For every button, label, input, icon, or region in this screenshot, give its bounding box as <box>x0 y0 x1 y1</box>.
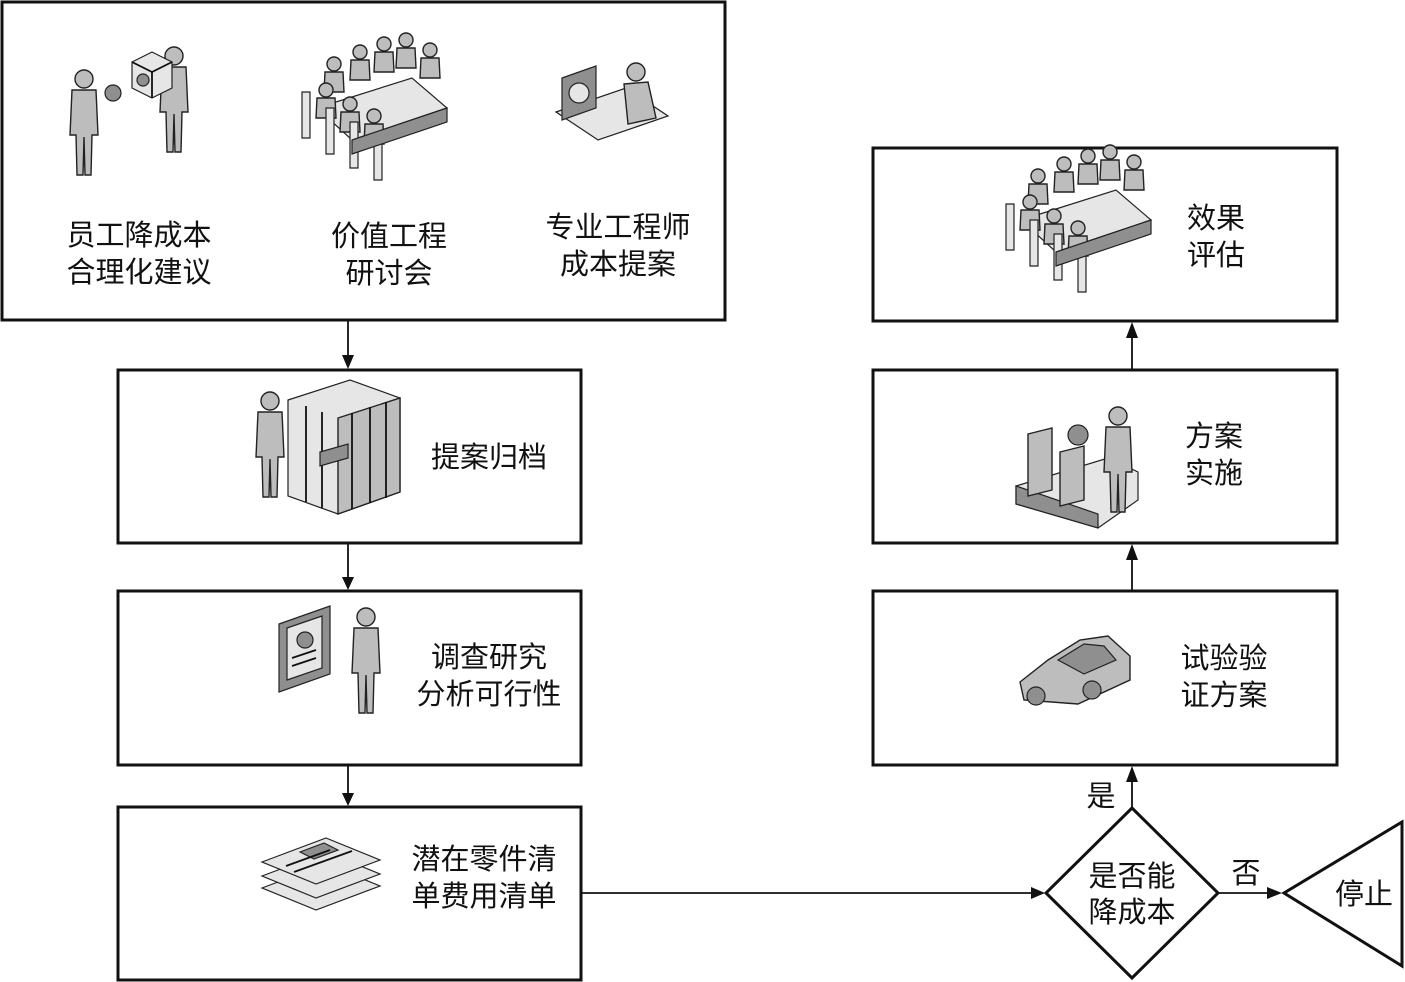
research-box <box>116 589 583 767</box>
no-label: 否 <box>1231 856 1260 890</box>
parts-list-line2: 单费用清单 <box>411 879 556 913</box>
archive-label: 提案归档 <box>431 440 547 474</box>
top-item2-line1: 价值工程 <box>331 219 447 253</box>
file-cabinet-icon <box>255 379 401 515</box>
research-line2: 分析可行性 <box>416 677 561 711</box>
top-item3-line1: 专业工程师 <box>545 210 690 244</box>
evaluate-line2: 评估 <box>1187 238 1245 272</box>
connector-test-to-implement <box>1126 544 1138 591</box>
implement-line2: 实施 <box>1185 456 1243 490</box>
yes-label: 是 <box>1086 779 1115 813</box>
top-item3-line2: 成本提案 <box>560 247 676 281</box>
assembly-line-icon <box>1015 406 1139 529</box>
documents-stack-icon <box>260 837 382 911</box>
evaluate-line1: 效果 <box>1187 201 1245 235</box>
stop-triangle <box>1281 819 1404 969</box>
top-item1-line2: 合理化建议 <box>66 255 211 289</box>
parts-list-line1: 潜在零件清 <box>411 842 556 876</box>
connector-list-to-decision <box>581 887 1045 899</box>
presentation-board-icon <box>278 605 381 714</box>
decision-line2: 降成本 <box>1088 895 1175 929</box>
stop-label: 停止 <box>1335 877 1393 911</box>
connector-research-to-list <box>342 765 354 806</box>
research-line1: 调查研究 <box>431 640 547 674</box>
top-item2-line2: 研讨会 <box>345 256 432 290</box>
connector-top-to-archive <box>342 320 354 369</box>
implement-line1: 方案 <box>1185 419 1243 453</box>
test-line2: 证方案 <box>1180 678 1267 712</box>
connector-decision-yes <box>1126 766 1138 808</box>
car-icon <box>1019 635 1131 706</box>
connector-implement-to-evaluate <box>1126 322 1138 370</box>
engineer-computer-icon <box>554 62 670 141</box>
test-line1: 试验验 <box>1180 641 1267 675</box>
top-item1-line1: 员工降成本 <box>66 218 211 252</box>
connector-archive-to-research <box>342 543 354 590</box>
connector-decision-no <box>1218 887 1282 899</box>
people-handover-gear-icon <box>69 46 189 176</box>
decision-diamond <box>1043 805 1221 981</box>
decision-line1: 是否能 <box>1088 859 1175 893</box>
